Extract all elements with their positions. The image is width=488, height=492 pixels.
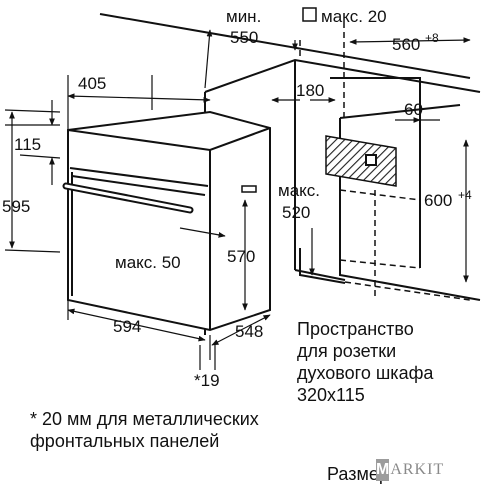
label-560: 560 xyxy=(392,35,420,54)
socket-note-line-2: для розетки xyxy=(297,341,397,361)
label-180: 180 xyxy=(296,81,324,100)
label-115: 115 xyxy=(14,135,41,154)
label-405: 405 xyxy=(78,74,106,93)
checkbox-icon xyxy=(302,7,317,22)
label-60: 60 xyxy=(404,100,423,119)
footnote-line-2: фронтальных панелей xyxy=(30,431,220,451)
oven-body xyxy=(67,110,271,332)
footnote: * 20 мм для металлических фронтальных па… xyxy=(30,408,259,452)
socket-area-hatch xyxy=(325,135,397,187)
socket-note-line-1: Пространство xyxy=(297,319,414,339)
socket-note-line-4: 320x115 xyxy=(297,385,365,405)
socket-icon xyxy=(365,154,377,166)
dimension-lines xyxy=(4,29,471,370)
label-max-520-a: макс. xyxy=(278,181,320,200)
label-570: 570 xyxy=(227,247,255,266)
logo-letter: M xyxy=(376,459,390,481)
footnote-line-1: * 20 мм для металлических xyxy=(30,409,259,429)
label-595: 595 xyxy=(2,197,30,216)
label-max-20: макс. 20 xyxy=(321,7,387,26)
side-mount xyxy=(241,185,257,193)
socket-space-note: Пространство для розетки духового шкафа … xyxy=(297,318,433,406)
label-600: 600 xyxy=(424,191,452,210)
label-548: 548 xyxy=(235,322,263,341)
label-min: мин. xyxy=(226,7,261,26)
units-caption: Размеры в мм xyxy=(327,464,385,484)
logo-text: ARKIT xyxy=(390,461,445,478)
watermark-logo: M ARKIT xyxy=(376,457,443,483)
dashed-guides xyxy=(299,22,471,301)
label-600-tolerance: +4 xyxy=(458,188,472,202)
label-560-tolerance: +8 xyxy=(425,31,439,45)
label-594: 594 xyxy=(113,317,141,336)
label-max-50: макс. 50 xyxy=(115,253,181,272)
label-max-520-b: 520 xyxy=(282,203,310,222)
label-footnote-ref: *19 xyxy=(194,371,220,390)
socket-note-line-3: духового шкафа xyxy=(297,363,434,383)
label-550: 550 xyxy=(230,28,258,47)
